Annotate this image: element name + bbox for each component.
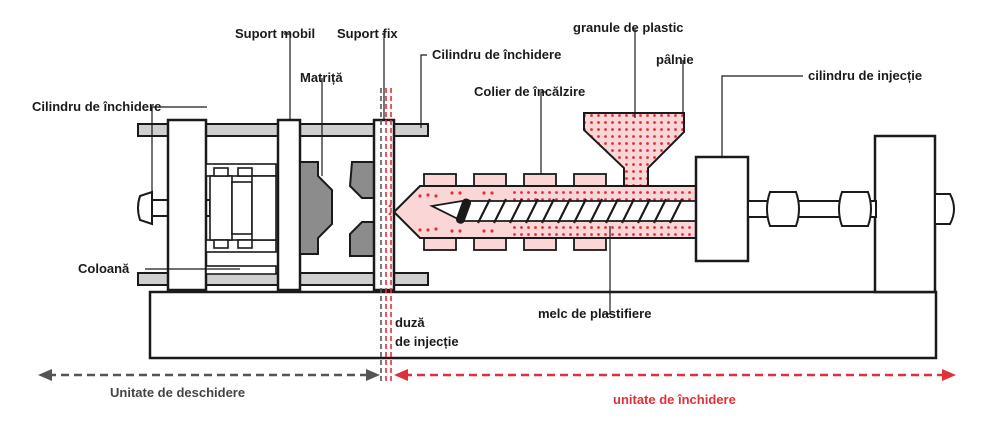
label-cilindru-injectie: cilindru de injecție: [808, 68, 923, 83]
clamp-rod-end: [137, 190, 153, 226]
label-matrita: Matriță: [300, 70, 343, 85]
label-coloana: Coloană: [78, 261, 130, 276]
screw-flights: [477, 198, 683, 224]
label-suport-mobil: Suport mobil: [235, 26, 316, 41]
moving-platen: [276, 118, 302, 292]
label-palnie: pâlnie: [656, 52, 694, 67]
label-suport-fix: Suport fix: [337, 26, 398, 41]
rear-housing: [873, 134, 937, 294]
label-cilindru-inchidere-left: Cilindru de închidere: [32, 99, 162, 114]
machine-base: [148, 290, 938, 360]
rear-cap: [934, 193, 955, 225]
injection-housing: [694, 155, 750, 263]
melt-dots: [388, 191, 494, 233]
label-colier: Colier de încălzire: [474, 84, 586, 99]
opening-unit-arrow-right-head: [366, 369, 380, 381]
label-granule-plastic: granule de plastic: [573, 20, 684, 35]
label-unitate-inchidere: unitate de închidere: [613, 392, 736, 407]
heater-bands: [423, 173, 607, 251]
opening-unit-arrow-left-head: [38, 369, 52, 381]
mold-half-fixed: [348, 161, 375, 199]
label-duza: duză: [395, 315, 425, 330]
rear-platen: [166, 118, 208, 292]
coupling-1: [766, 191, 800, 227]
mold-half-fixed-lower: [349, 221, 375, 257]
coupling-2: [838, 191, 872, 227]
closing-unit-arrow-right-head: [942, 369, 956, 381]
label-de-injectie: de injecție: [395, 334, 459, 349]
mold-half-moving: [299, 161, 333, 255]
leader-lines: [145, 28, 803, 315]
check-ring: [455, 198, 472, 224]
toggle-linkage: [205, 163, 277, 275]
label-cilindru-inchidere-top: Cilindru de închidere: [432, 47, 562, 62]
closing-unit-arrow-left-head: [394, 369, 408, 381]
label-unitate-deschidere: Unitate de deschidere: [110, 385, 246, 400]
label-melc-plastifiere: melc de plastifiere: [538, 306, 652, 321]
